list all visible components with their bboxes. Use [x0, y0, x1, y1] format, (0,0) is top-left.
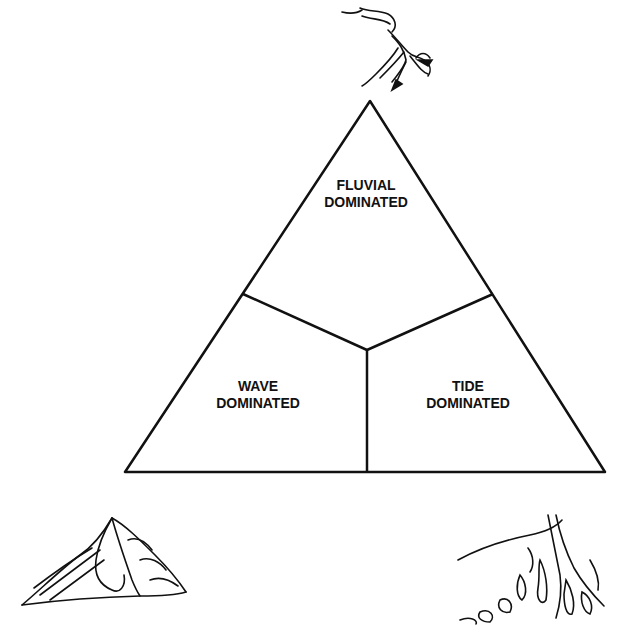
- divider-line: [243, 294, 367, 350]
- divider-line: [366, 350, 369, 472]
- triangle-outline: [125, 101, 605, 472]
- region-label: TIDE DOMINATED: [414, 376, 530, 414]
- birdfoot-delta-sketch: [342, 8, 432, 90]
- wave-delta-sketch: [22, 518, 186, 605]
- region-name: TIDE DOMINATED: [418, 378, 518, 412]
- region-label: WAVE DOMINATED: [204, 376, 320, 414]
- region-name: WAVE DOMINATED: [208, 378, 308, 412]
- region-name: FLUVIAL DOMINATED: [316, 177, 416, 211]
- tide-delta-sketch: [458, 515, 604, 624]
- region-label: FLUVIAL DOMINATED: [312, 175, 428, 213]
- divider-line: [367, 294, 493, 350]
